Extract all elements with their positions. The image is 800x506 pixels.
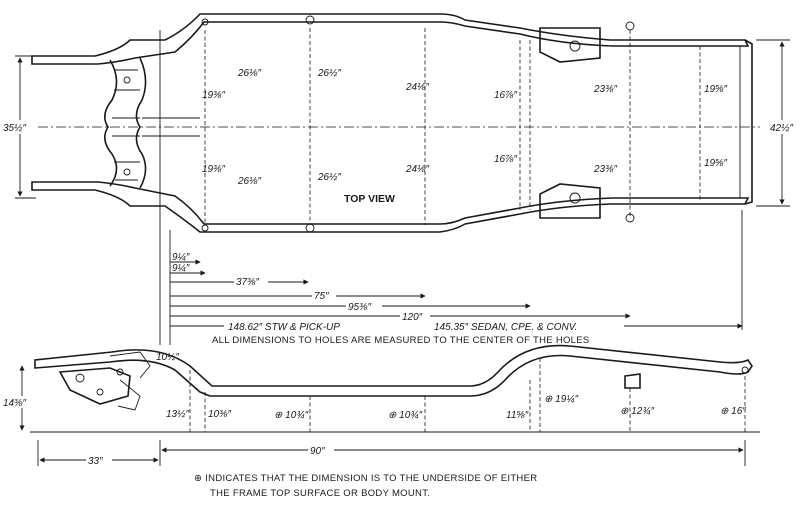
length-main: 90″ (310, 446, 325, 457)
dim-b1: 19⅜″ (202, 90, 225, 101)
height-e: ⊕ 10¾″ (388, 410, 423, 421)
dim-d1: 9¼″ (172, 251, 190, 263)
dim-d3: 37⅜″ (236, 277, 259, 288)
dim-c1: 26⅛″ (237, 176, 261, 187)
dim-d2: 9¼″ (172, 262, 190, 274)
top-view: 26⅛″ 19⅜″ 26½″ 24⅛″ 16⅞″ 23⅜″ 19⅝″ 26⅛″ … (2, 13, 800, 346)
height-front: 14⅜″ (3, 398, 26, 409)
overall-width-right: 42½″ (770, 123, 793, 134)
lower-frame-rail (31, 181, 750, 233)
front-crossmember (104, 57, 147, 189)
dim-d6: 120″ (402, 312, 423, 323)
length-front: 33″ (88, 456, 103, 467)
height-h: ⊕ 12¾″ (620, 406, 655, 417)
legend-line-2: THE FRAME TOP SURFACE OR BODY MOUNT. (210, 488, 430, 499)
side-frame-rail (34, 344, 753, 397)
dim-c5: 23⅜″ (593, 164, 617, 175)
height-d: ⊕ 10¾″ (274, 410, 309, 421)
height-c: 10⅜″ (208, 409, 231, 420)
rear-crossmember (744, 39, 753, 205)
dim-a6: 19⅝″ (704, 84, 727, 95)
top-view-label: TOP VIEW (344, 193, 395, 205)
dim-a1: 26⅛″ (237, 68, 261, 79)
front-suspension (58, 367, 131, 405)
height-f: 11⅝″ (506, 410, 529, 421)
dim-a3: 24⅛″ (405, 82, 429, 93)
holes-note: ALL DIMENSIONS TO HOLES ARE MEASURED TO … (212, 335, 590, 346)
upper-frame-rail (31, 13, 750, 65)
dim-c2: 26½″ (317, 172, 341, 183)
legend-symbol: ⊕ (194, 473, 202, 484)
dim-a4: 16⅞″ (494, 90, 517, 101)
height-g: ⊕ 19¼″ (544, 393, 579, 405)
dim-a5: 23⅜″ (593, 84, 617, 95)
dim-c6: 19⅝″ (704, 158, 727, 169)
dim-d5: 95⅜″ (348, 302, 371, 313)
height-b: 13½″ (166, 409, 189, 420)
dim-c3: 24⅛″ (405, 164, 429, 175)
rear-kickup-upper (539, 27, 601, 63)
rear-kickup-lower (539, 183, 601, 219)
overall-width-left: 35½″ (3, 123, 26, 134)
height-i: ⊕ 16″ (720, 406, 746, 417)
legend-line-1: ⊕ INDICATES THAT THE DIMENSION IS TO THE… (194, 473, 537, 484)
dim-b2: 19⅜″ (202, 164, 225, 175)
side-view: 14⅜″ 10½″ 13½″ 10⅜″ ⊕ 10¾″ ⊕ 10¾″ 11⅝″ ⊕… (2, 344, 760, 499)
dim-c4: 16⅞″ (494, 154, 517, 165)
dim-d7-left: 148.62″ STW & PICK-UP (228, 322, 340, 333)
dim-a2: 26½″ (317, 68, 341, 79)
height-a: 10½″ (156, 352, 179, 363)
dim-d4: 75″ (314, 291, 329, 302)
dim-d7-right: 145.35″ SEDAN, CPE. & CONV. (434, 322, 577, 333)
